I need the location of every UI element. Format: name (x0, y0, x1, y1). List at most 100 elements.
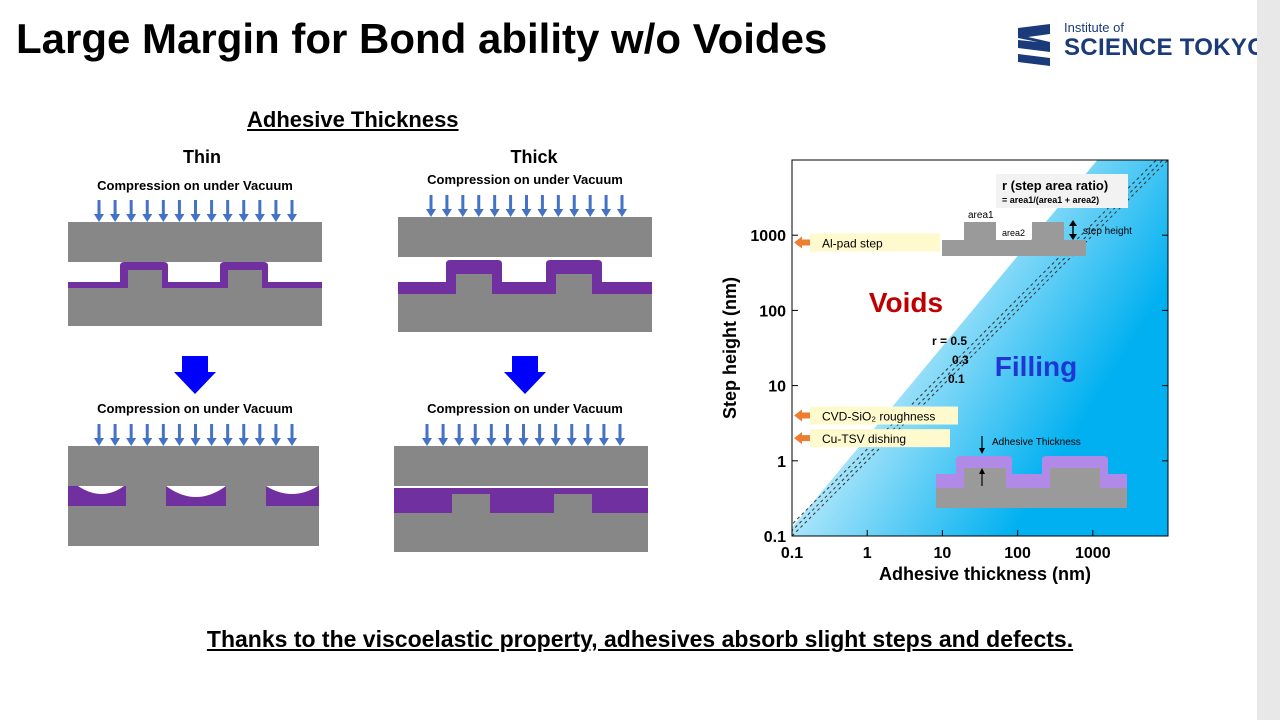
compression-arrow-head (426, 209, 436, 217)
compression-arrow-head (110, 214, 121, 222)
step-marker-label: Cu-TSV dishing (822, 432, 906, 446)
compression-arrow-head (222, 214, 233, 222)
bottom-wafer-thin-after (68, 486, 319, 546)
r-prefix: r = (932, 334, 950, 348)
thin-before-caption: Compression on under Vacuum (97, 178, 293, 193)
adhesive-thin-before (68, 262, 322, 290)
thin-column-label: Thin (183, 147, 221, 167)
compression-arrow-head (126, 214, 137, 222)
step-marker: Cu-TSV dishing (794, 429, 950, 448)
institution-logo: Institute of SCIENCE TOKYO (1016, 20, 1266, 70)
thin-after-caption: Compression on under Vacuum (97, 401, 293, 416)
thick-column-label: Thick (510, 147, 558, 167)
logo-mark-icon (1018, 24, 1050, 66)
compression-arrow-head (569, 209, 580, 217)
compression-arrow-head (582, 438, 593, 446)
adhesive-thickness-label: Adhesive Thickness (992, 437, 1081, 448)
compression-arrow-head (190, 438, 201, 446)
compression-arrow-head (601, 209, 612, 217)
voids-region-label: Voids (869, 287, 943, 318)
step-marker-label: Al-pad step (822, 236, 883, 250)
step-marker-arrow-icon (794, 236, 810, 249)
down-small-arrow-icon (979, 448, 985, 454)
compression-arrow-head (142, 438, 153, 446)
compression-arrow-head (454, 438, 465, 446)
logo-text-line1: Institute of (1064, 20, 1124, 35)
compression-arrow-head (422, 438, 432, 446)
compression-arrow-head (598, 438, 609, 446)
compression-arrow-head (441, 209, 452, 217)
area2-label: area2 (1002, 228, 1025, 238)
svg-text:r = 0.5: r = 0.5 (932, 334, 967, 348)
top-wafer-thin-after (68, 446, 319, 486)
x-tick-label: 0.1 (781, 545, 803, 562)
x-axis-label: Adhesive thickness (nm) (879, 564, 1091, 584)
step-marker-label-bg (810, 429, 950, 448)
x-tick-label: 100 (1004, 545, 1031, 562)
slide-footer-note: Thanks to the viscoelastic property, adh… (206, 626, 1074, 652)
compression-arrow-head (110, 438, 121, 446)
substrate-step-shape (936, 468, 1127, 508)
compression-arrow-head (489, 209, 500, 217)
top-wafer-thick-before (398, 217, 652, 257)
bottom-wafer-thick-before (398, 274, 652, 332)
boundary-line (792, 160, 1164, 532)
step-profile-shape (942, 222, 1086, 256)
adhesive-thick-after (394, 488, 648, 513)
compression-arrow-head (473, 209, 484, 217)
double-arrow-icon (1069, 220, 1077, 240)
compression-arrow-head (553, 209, 564, 217)
compression-arrow-head (537, 209, 548, 217)
y-tick-label: 0.1 (764, 529, 786, 546)
compression-arrow-head (287, 214, 297, 222)
compression-arrow-head (206, 214, 217, 222)
compression-arrow-head (238, 438, 249, 446)
compression-arrow-head (174, 214, 185, 222)
step-marker-arrow-icon (794, 432, 810, 445)
bottom-wafer-thick-after (394, 494, 648, 552)
y-tick-label: 100 (759, 303, 786, 320)
compression-arrow-head (486, 438, 497, 446)
r-value-1: 0.5 (950, 334, 967, 348)
step-ratio-label: r (step area ratio) (1002, 178, 1108, 193)
r-value-labels: r = 0.5 0.3 0.1 (932, 334, 969, 386)
down-arrow-icon-thick (504, 356, 546, 394)
boundary-line (792, 160, 1157, 526)
top-wafer-thick-after (394, 446, 648, 486)
thick-after-caption: Compression on under Vacuum (427, 401, 623, 416)
compression-arrows-thin-after (94, 424, 297, 446)
compression-arrows-thin-before (94, 200, 297, 222)
compression-arrow-head (126, 438, 137, 446)
compression-arrow-head (550, 438, 561, 446)
slide-title: Large Margin for Bond ability w/o Voides (16, 15, 828, 62)
compression-arrows-thick-after (422, 424, 625, 446)
compression-arrow-head (254, 438, 265, 446)
diagram-title: Adhesive Thickness (247, 107, 459, 132)
filling-region-label: Filling (995, 351, 1077, 382)
step-marker-label-bg (810, 233, 940, 252)
slide-side-bar (1257, 0, 1280, 720)
r-value-2: 0.3 (952, 353, 969, 367)
compression-arrow-head (142, 214, 153, 222)
compression-arrow-head (521, 209, 532, 217)
compression-arrow-head (270, 438, 281, 446)
x-tick-label: 1000 (1075, 545, 1111, 562)
step-ratio-inset: r (step area ratio) = area1/(area1 + are… (942, 174, 1132, 256)
compression-arrow-head (617, 209, 627, 217)
compression-arrow-head (190, 214, 201, 222)
step-marker: Al-pad step (794, 233, 940, 252)
compression-arrow-head (470, 438, 481, 446)
step-marker: CVD-SiO₂ roughness (794, 406, 958, 425)
step-marker-arrow-icon (794, 409, 810, 422)
bonding-process-diagram (68, 195, 652, 552)
y-tick-label: 1000 (750, 228, 786, 245)
y-tick-label: 1 (777, 454, 786, 471)
compression-arrow-head (518, 438, 529, 446)
logo-text-line2: SCIENCE TOKYO (1064, 34, 1267, 61)
step-marker-label: CVD-SiO₂ roughness (822, 410, 935, 424)
compression-arrow-head (438, 438, 449, 446)
y-tick-label: 10 (768, 379, 786, 396)
